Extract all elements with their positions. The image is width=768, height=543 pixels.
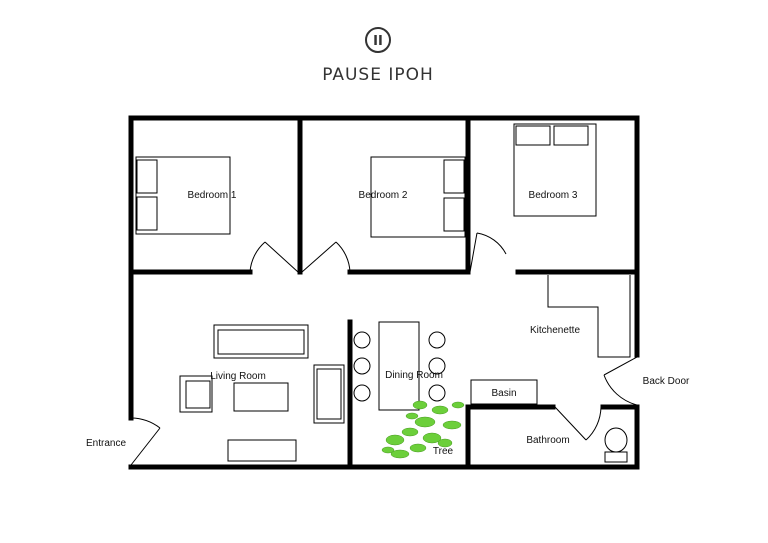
dining-chair	[428, 331, 446, 349]
brand-name: PAUSE IPOH	[322, 65, 434, 85]
toilet-tank	[604, 451, 628, 463]
bed2-door	[301, 241, 351, 273]
tree	[381, 400, 465, 459]
dining-set	[353, 321, 446, 411]
label-bedroom-1: Bedroom 1	[188, 190, 237, 201]
room-labels: Bedroom 1 Bedroom 2 Bedroom 3 Kitchenett…	[86, 190, 690, 457]
bed2-pillow	[443, 159, 465, 194]
bed3-pillow	[553, 125, 589, 146]
bed1-pillow	[136, 159, 158, 194]
bed1-door	[249, 241, 299, 273]
label-bathroom: Bathroom	[526, 435, 569, 446]
chair-seat	[185, 380, 211, 409]
bathroom-door	[554, 406, 602, 441]
label-basin: Basin	[491, 388, 516, 399]
label-tree: Tree	[433, 446, 454, 457]
label-kitchenette: Kitchenette	[530, 325, 580, 336]
back-door	[603, 356, 638, 406]
label-back-door: Back Door	[643, 376, 690, 387]
bed3-door	[469, 232, 507, 273]
dining-chair	[428, 384, 446, 402]
bed3-pillow	[515, 125, 551, 146]
label-bedroom-3: Bedroom 3	[529, 190, 578, 201]
kitchen-counter	[547, 275, 631, 358]
label-living-room: Living Room	[210, 371, 266, 382]
tv-console	[227, 439, 297, 462]
walls	[128, 115, 640, 470]
sofa-cushion	[217, 329, 305, 355]
bed2-pillow	[443, 197, 465, 232]
dining-chair	[428, 357, 446, 375]
label-entrance: Entrance	[86, 438, 126, 449]
label-bedroom-2: Bedroom 2	[359, 190, 408, 201]
toilet	[604, 427, 628, 463]
dining-chair	[353, 331, 371, 349]
bed-1	[135, 156, 231, 235]
bed-3	[513, 123, 597, 217]
logo-mark: II	[373, 34, 383, 49]
dining-chair	[353, 357, 371, 375]
armchair-seat	[316, 368, 342, 420]
bed-2	[370, 156, 466, 238]
dining-chair	[353, 384, 371, 402]
coffee-table	[233, 382, 289, 412]
toilet-bowl	[604, 427, 628, 453]
bed1-pillow	[136, 196, 158, 231]
living-room-furniture	[179, 324, 345, 462]
doors	[130, 232, 638, 466]
logo-circle	[365, 27, 391, 53]
brand-logo: II PAUSE IPOH	[322, 27, 434, 85]
entrance-door	[130, 417, 161, 466]
basin-counter	[470, 379, 538, 405]
dining-table	[378, 321, 420, 411]
label-dining-room: Dining Room	[385, 370, 443, 381]
